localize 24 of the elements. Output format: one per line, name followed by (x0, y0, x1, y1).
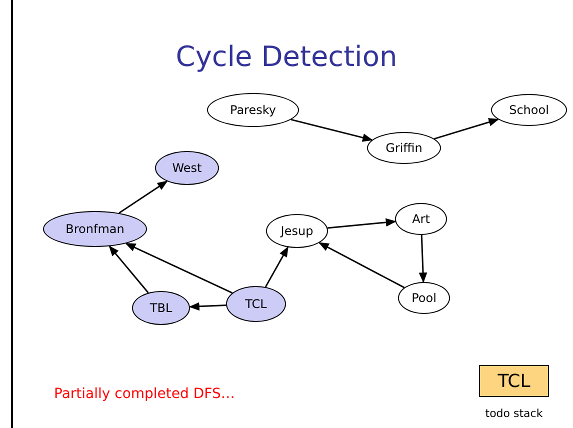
arrow (108, 245, 149, 294)
slide-title: Cycle Detection (174, 40, 398, 73)
note-text: Partially completed DFS… (54, 386, 235, 402)
arrow (290, 118, 374, 142)
graph-node: TCL (226, 286, 286, 322)
graph-node: Paresky (207, 93, 299, 127)
arrow (264, 246, 289, 288)
stack-box: TCL (479, 365, 549, 397)
graph-node: West (155, 151, 219, 185)
arrow (434, 118, 500, 140)
graph-node: Art (395, 203, 447, 235)
arrow (188, 302, 226, 311)
arrow (327, 218, 396, 229)
graph-node: Pool (398, 282, 450, 314)
graph-node: Griffin (367, 132, 441, 164)
graph-node: School (491, 94, 567, 126)
stack-caption: todo stack (484, 407, 544, 420)
graph-node: Bronfman (43, 211, 147, 247)
graph-node: TBL (132, 291, 190, 325)
arrow (418, 234, 428, 284)
graph-node: Jesup (266, 214, 328, 248)
arrow (125, 242, 233, 294)
arrow (318, 242, 405, 288)
arrow (118, 180, 168, 214)
